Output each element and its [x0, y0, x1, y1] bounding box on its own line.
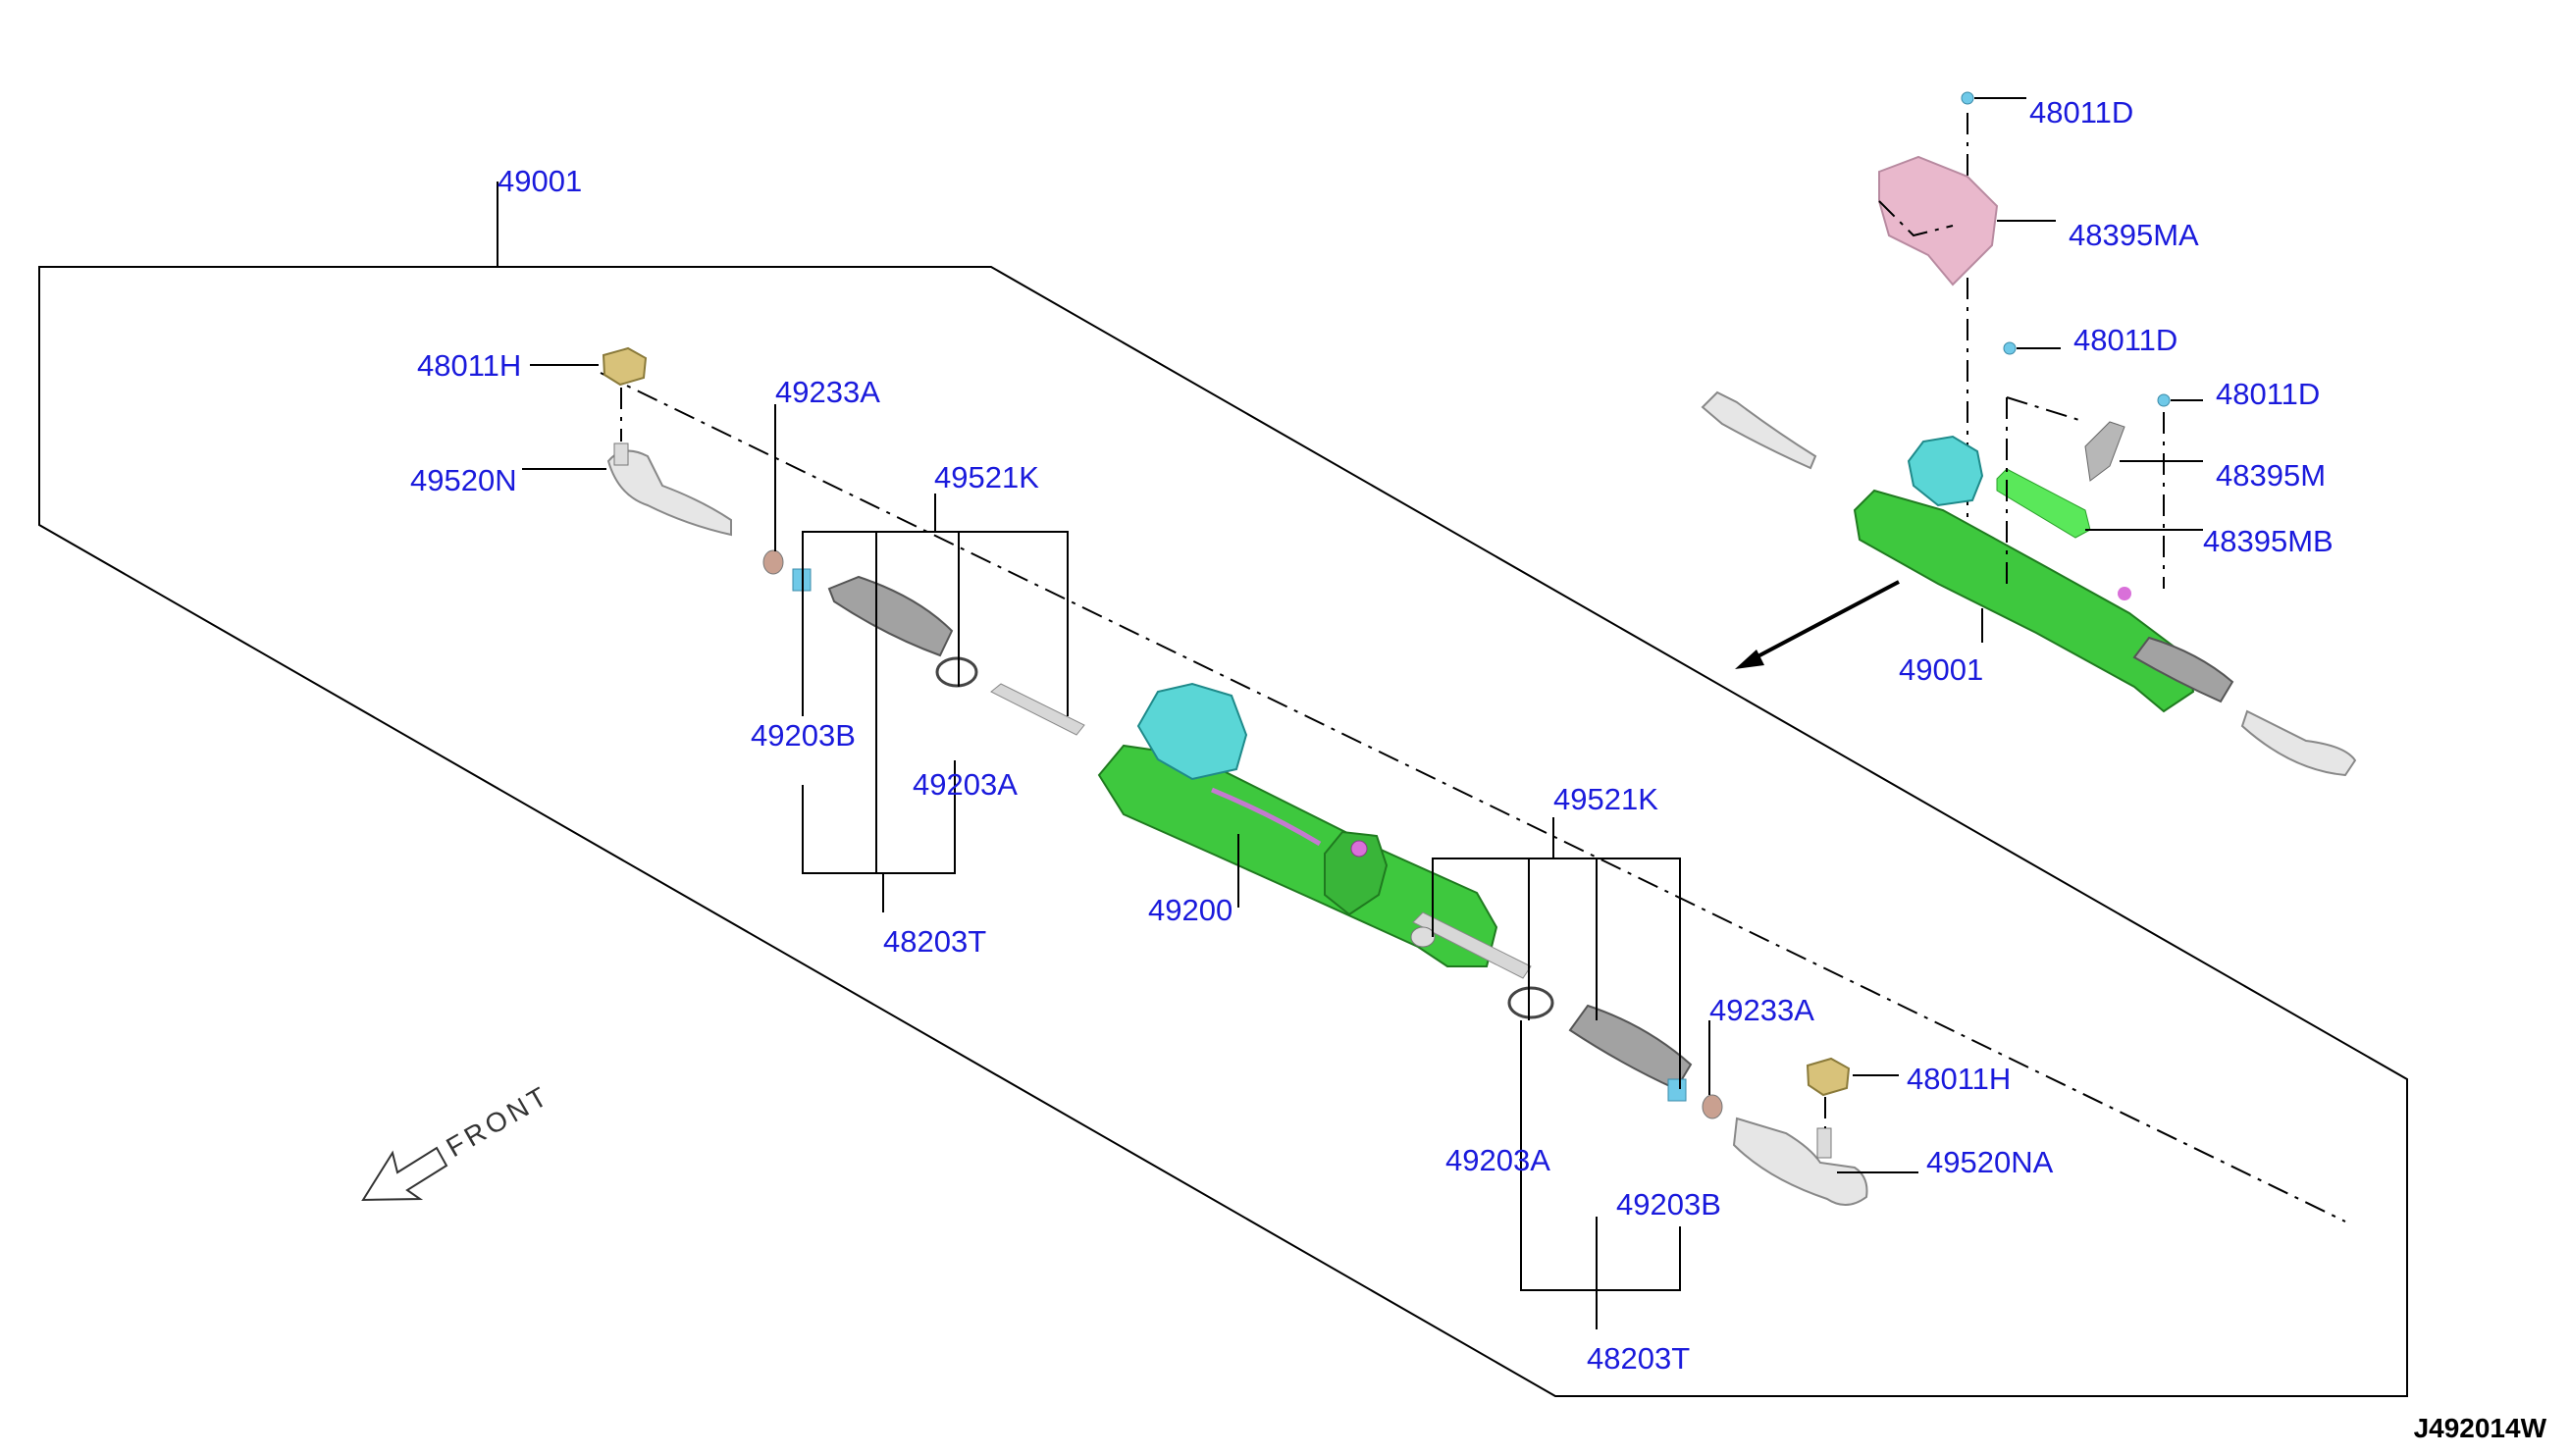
front-arrow [361, 1146, 448, 1202]
bolt-48011D-mid [2003, 341, 2017, 355]
label-48011D-mid: 48011D [2073, 323, 2177, 357]
left-tie-rod-end [602, 346, 1085, 736]
label-49001-inset: 49001 [1899, 652, 1983, 687]
nut-48011H-right [1806, 1057, 1851, 1097]
label-49200: 49200 [1148, 893, 1233, 927]
label-48203T-right: 48203T [1587, 1341, 1690, 1376]
label-48395MB: 48395MB [2203, 524, 2334, 558]
pinion-housing [1324, 830, 1389, 916]
label-48011D-right: 48011D [2216, 377, 2320, 411]
boot-right [1568, 1004, 1693, 1091]
ring-49203A-left [935, 656, 978, 688]
inset-rack [1853, 489, 2195, 713]
motor-unit [1136, 682, 1248, 781]
view-arrow-head [1735, 650, 1764, 669]
front-label: FRONT [442, 1079, 555, 1163]
label-49203B-left: 49203B [751, 718, 856, 753]
lock-nut-49233A-right [1702, 1094, 1723, 1119]
inset-assembly [1701, 91, 2357, 777]
inset-motor [1907, 435, 1984, 507]
bracket-48203T-right [1520, 1020, 1681, 1291]
boot-left [827, 575, 954, 657]
label-48011H-left: 48011H [417, 348, 521, 383]
label-48011D-top: 48011D [2029, 95, 2133, 130]
bolt-48011D-top [1961, 91, 1974, 105]
bracket-48395M [2084, 421, 2125, 482]
inner-tie-rod-right [1412, 911, 1532, 979]
diagram-code: J492014W [2414, 1413, 2547, 1443]
label-49233A-left: 49233A [775, 375, 880, 409]
tie-rod-end-49520NA [1732, 1117, 1868, 1206]
clamp-49203B-right [1667, 1078, 1687, 1102]
center-axis [600, 372, 2346, 1222]
heat-shield-48395MA [1878, 155, 1999, 286]
nut-48011H-left [602, 346, 648, 387]
bracket-49521K-right [1432, 858, 1681, 1089]
label-49520NA: 49520NA [1926, 1145, 2054, 1179]
label-49233A-right: 49233A [1709, 993, 1814, 1027]
label-49001: 49001 [498, 164, 582, 198]
label-49521K-right: 49521K [1553, 782, 1658, 816]
label-49521K-left: 49521K [934, 460, 1039, 494]
inset-tie-rod-right [2240, 709, 2357, 777]
label-48011H-right: 48011H [1907, 1062, 2011, 1096]
lock-nut-49233A-left [762, 549, 784, 575]
plate-48395MB [1996, 468, 2091, 539]
label-49520N: 49520N [410, 463, 517, 497]
ring-49203A-right [1507, 986, 1554, 1019]
right-tie-rod [1410, 911, 1868, 1206]
label-48395MA: 48395MA [2069, 218, 2199, 252]
label-49203A-left: 49203A [913, 767, 1018, 802]
label-49203B-right: 49203B [1616, 1187, 1721, 1222]
assembly-outline [38, 266, 2408, 1397]
inset-boot-right [2132, 636, 2234, 703]
inset-tie-rod-left [1701, 390, 1817, 470]
view-arrow [1746, 580, 1900, 664]
front-arrow-icon [361, 1146, 448, 1202]
label-48203T-left: 48203T [883, 924, 986, 959]
steering-gear-49200 [1097, 682, 1498, 967]
bracket-48203T-left [802, 760, 956, 874]
label-49203A-right: 49203A [1445, 1143, 1550, 1177]
label-48395M: 48395M [2216, 458, 2326, 493]
bolt-48011D-right [2157, 393, 2171, 407]
inner-tie-rod-left [990, 683, 1085, 736]
tie-rod-end-49520N [606, 449, 732, 537]
